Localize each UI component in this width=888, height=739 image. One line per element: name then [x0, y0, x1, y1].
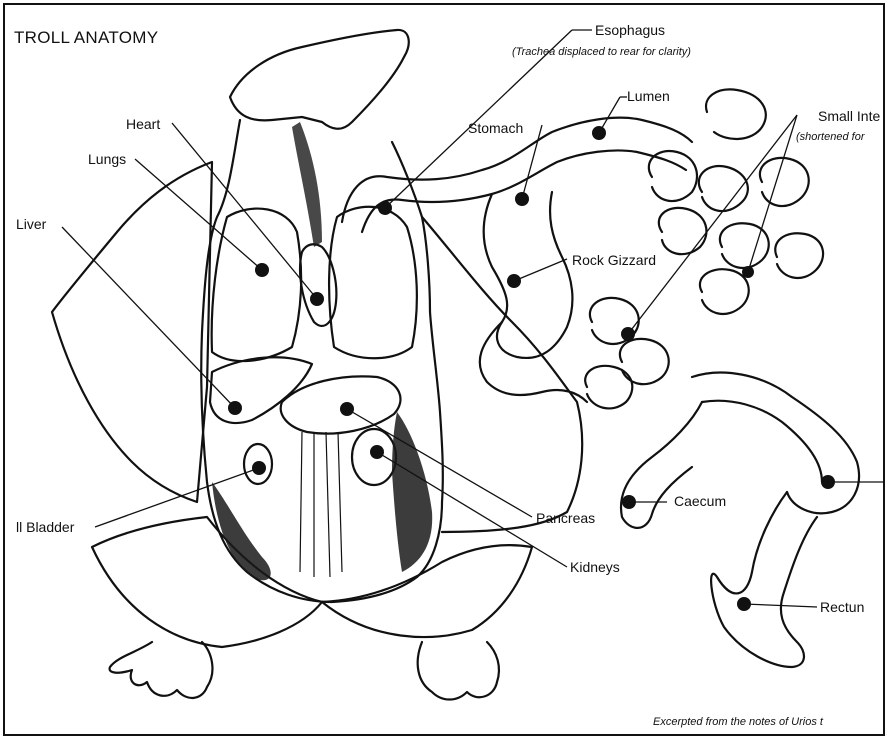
rectum-label: Rectun — [820, 599, 864, 615]
pancreas-label: Pancreas — [536, 510, 595, 526]
right-skin-flap — [422, 217, 582, 532]
heart-label: Heart — [126, 116, 160, 132]
lumen-label: Lumen — [627, 88, 670, 104]
small-intestine-dot-a — [621, 327, 635, 341]
lungs-label: Lungs — [88, 151, 126, 167]
body-cavity-shading — [392, 412, 432, 572]
rectum-outline — [711, 492, 817, 667]
rectum-dot — [737, 597, 751, 611]
rock-gizzard-label: Rock Gizzard — [572, 252, 656, 268]
right-hand — [418, 642, 499, 700]
stomach-dot — [515, 192, 529, 206]
lungs-dot — [255, 263, 269, 277]
rock-gizzard-leader — [514, 259, 567, 281]
lower-left-flap — [92, 517, 322, 647]
small-intestine-leader-b — [748, 115, 797, 272]
diagram-title: TROLL ANATOMY — [14, 28, 158, 47]
head-flap — [230, 30, 409, 129]
caecum-label: Caecum — [674, 493, 726, 509]
small-intestine-coils — [585, 89, 823, 408]
kidneys-dot — [370, 445, 384, 459]
small-intestine-leader-a — [628, 115, 797, 334]
liver-label: Liver — [16, 216, 47, 232]
gall-bladder-dot — [252, 461, 266, 475]
footer-credit: Excerpted from the notes of Urios t — [653, 716, 824, 728]
small-intestine-label: Small Inte — [818, 108, 880, 124]
esophagus-note: (Trachea displaced to rear for clarity) — [512, 46, 691, 58]
colon-dot — [821, 475, 835, 489]
lower-cavity-shading — [212, 482, 271, 580]
pancreas-dot — [340, 402, 354, 416]
pancreas-leader — [347, 409, 532, 517]
esophagus-dot — [378, 201, 392, 215]
esophagus-label: Esophagus — [595, 22, 665, 38]
kidneys-label: Kidneys — [570, 559, 620, 575]
small-intestine-dot-b — [742, 266, 754, 278]
gizzard-loop — [480, 322, 587, 402]
left-skin-flap — [52, 162, 212, 502]
digestive-tract — [342, 89, 859, 667]
right-lung — [329, 207, 417, 358]
stomach-label: Stomach — [468, 120, 523, 136]
left-hand — [110, 642, 213, 698]
caecum-dot — [622, 495, 636, 509]
heart-dot — [310, 292, 324, 306]
colon-inner — [702, 401, 822, 482]
left-lung — [212, 209, 301, 361]
stomach-leader — [522, 125, 542, 199]
liver-dot — [228, 401, 242, 415]
diagram-frame: TROLL ANATOMY Esophagus (Trachea displac… — [3, 3, 885, 736]
lungs-leader — [135, 159, 262, 270]
caecum-outline — [621, 402, 702, 528]
rock-gizzard-dot — [507, 274, 521, 288]
small-intestine-note: (shortened for — [796, 131, 866, 143]
lumen-dot — [592, 126, 606, 140]
spine-strands — [300, 432, 342, 577]
lower-right-flap — [322, 545, 532, 637]
gall-bladder-label: ll Bladder — [16, 519, 75, 535]
anatomy-diagram: TROLL ANATOMY Esophagus (Trachea displac… — [5, 5, 885, 736]
